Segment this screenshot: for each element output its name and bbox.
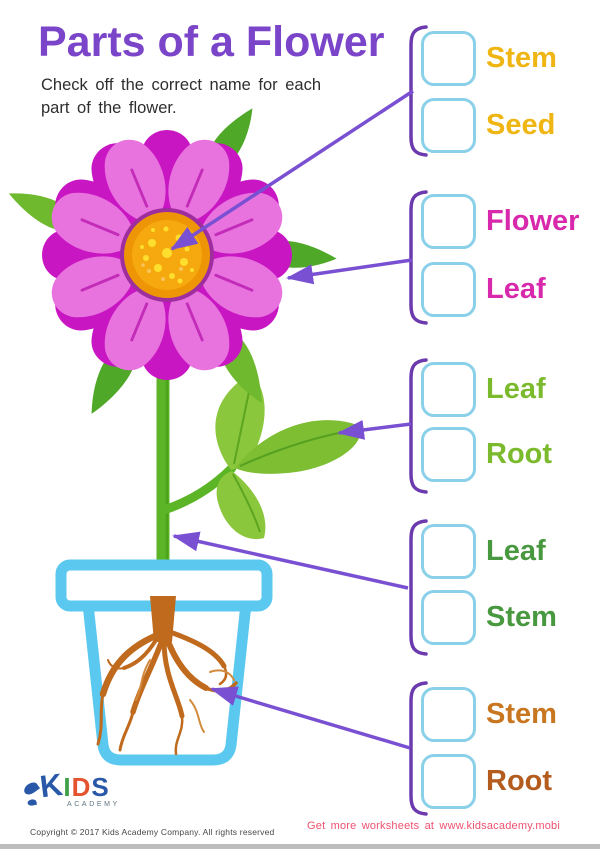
logo-word: KIDS	[37, 766, 120, 805]
option-label: Stem	[486, 698, 557, 730]
option-row: Leaf	[421, 262, 546, 317]
option-label: Stem	[486, 601, 557, 633]
copyright-text: Copyright © 2017 Kids Academy Company. A…	[30, 827, 275, 837]
checkbox-g3-leaf[interactable]	[421, 362, 476, 417]
option-label: Leaf	[486, 535, 546, 567]
arrow-to-roots	[210, 686, 411, 750]
arrow-to-flower	[286, 258, 413, 285]
arrow-to-flower-center	[170, 89, 414, 251]
checkbox-g2-leaf[interactable]	[421, 262, 476, 317]
checkbox-g5-root[interactable]	[421, 754, 476, 809]
checkbox-g2-flower[interactable]	[421, 194, 476, 249]
checkbox-g3-root[interactable]	[421, 427, 476, 482]
checkbox-g1-stem[interactable]	[421, 31, 476, 86]
leaf-branch	[159, 463, 237, 515]
option-row: Stem	[421, 31, 557, 86]
option-label: Leaf	[486, 273, 546, 305]
logo-letter: K	[37, 766, 66, 805]
flower-center	[120, 208, 214, 302]
option-label: Seed	[486, 109, 556, 141]
flower-head	[2, 99, 337, 422]
kids-academy-logo: KIDS ACADEMY	[21, 766, 120, 808]
bracket-4	[409, 519, 428, 656]
bracket-5	[409, 681, 428, 816]
option-row: Flower	[421, 194, 579, 249]
option-row: Stem	[421, 687, 557, 742]
option-label: Flower	[486, 205, 580, 237]
option-label: Root	[486, 765, 553, 797]
logo-letter: D	[71, 772, 92, 802]
logo-letter: I	[63, 772, 72, 802]
checkbox-g4-stem[interactable]	[421, 590, 476, 645]
option-label: Leaf	[486, 373, 546, 405]
footer-promo-link[interactable]: Get more worksheets at www.kidsacademy.m…	[307, 820, 560, 832]
checkbox-g4-leaf[interactable]	[421, 524, 476, 579]
option-row: Leaf	[421, 362, 546, 417]
bracket-3	[409, 358, 428, 494]
logo-subtitle: ACADEMY	[67, 801, 120, 808]
option-row: Stem	[421, 590, 557, 645]
option-row: Root	[421, 754, 552, 809]
bracket-2	[409, 190, 428, 325]
arrow-to-stem	[172, 531, 409, 590]
logo-letter: S	[91, 772, 110, 802]
option-label: Root	[486, 438, 553, 470]
checkbox-g1-seed[interactable]	[421, 98, 476, 153]
option-row: Leaf	[421, 524, 546, 579]
leaf-cluster	[215, 374, 361, 540]
page-title: Parts of a Flower	[38, 18, 385, 66]
pot	[55, 559, 273, 766]
checkbox-g5-stem[interactable]	[421, 687, 476, 742]
page-bottom-edge	[0, 844, 600, 849]
option-row: Seed	[421, 98, 555, 153]
roots	[96, 596, 238, 756]
option-row: Root	[421, 427, 552, 482]
arrow-to-leaf	[337, 419, 412, 440]
instructions-text: Check off the correct name for each part…	[41, 76, 321, 118]
option-label: Stem	[486, 42, 557, 74]
